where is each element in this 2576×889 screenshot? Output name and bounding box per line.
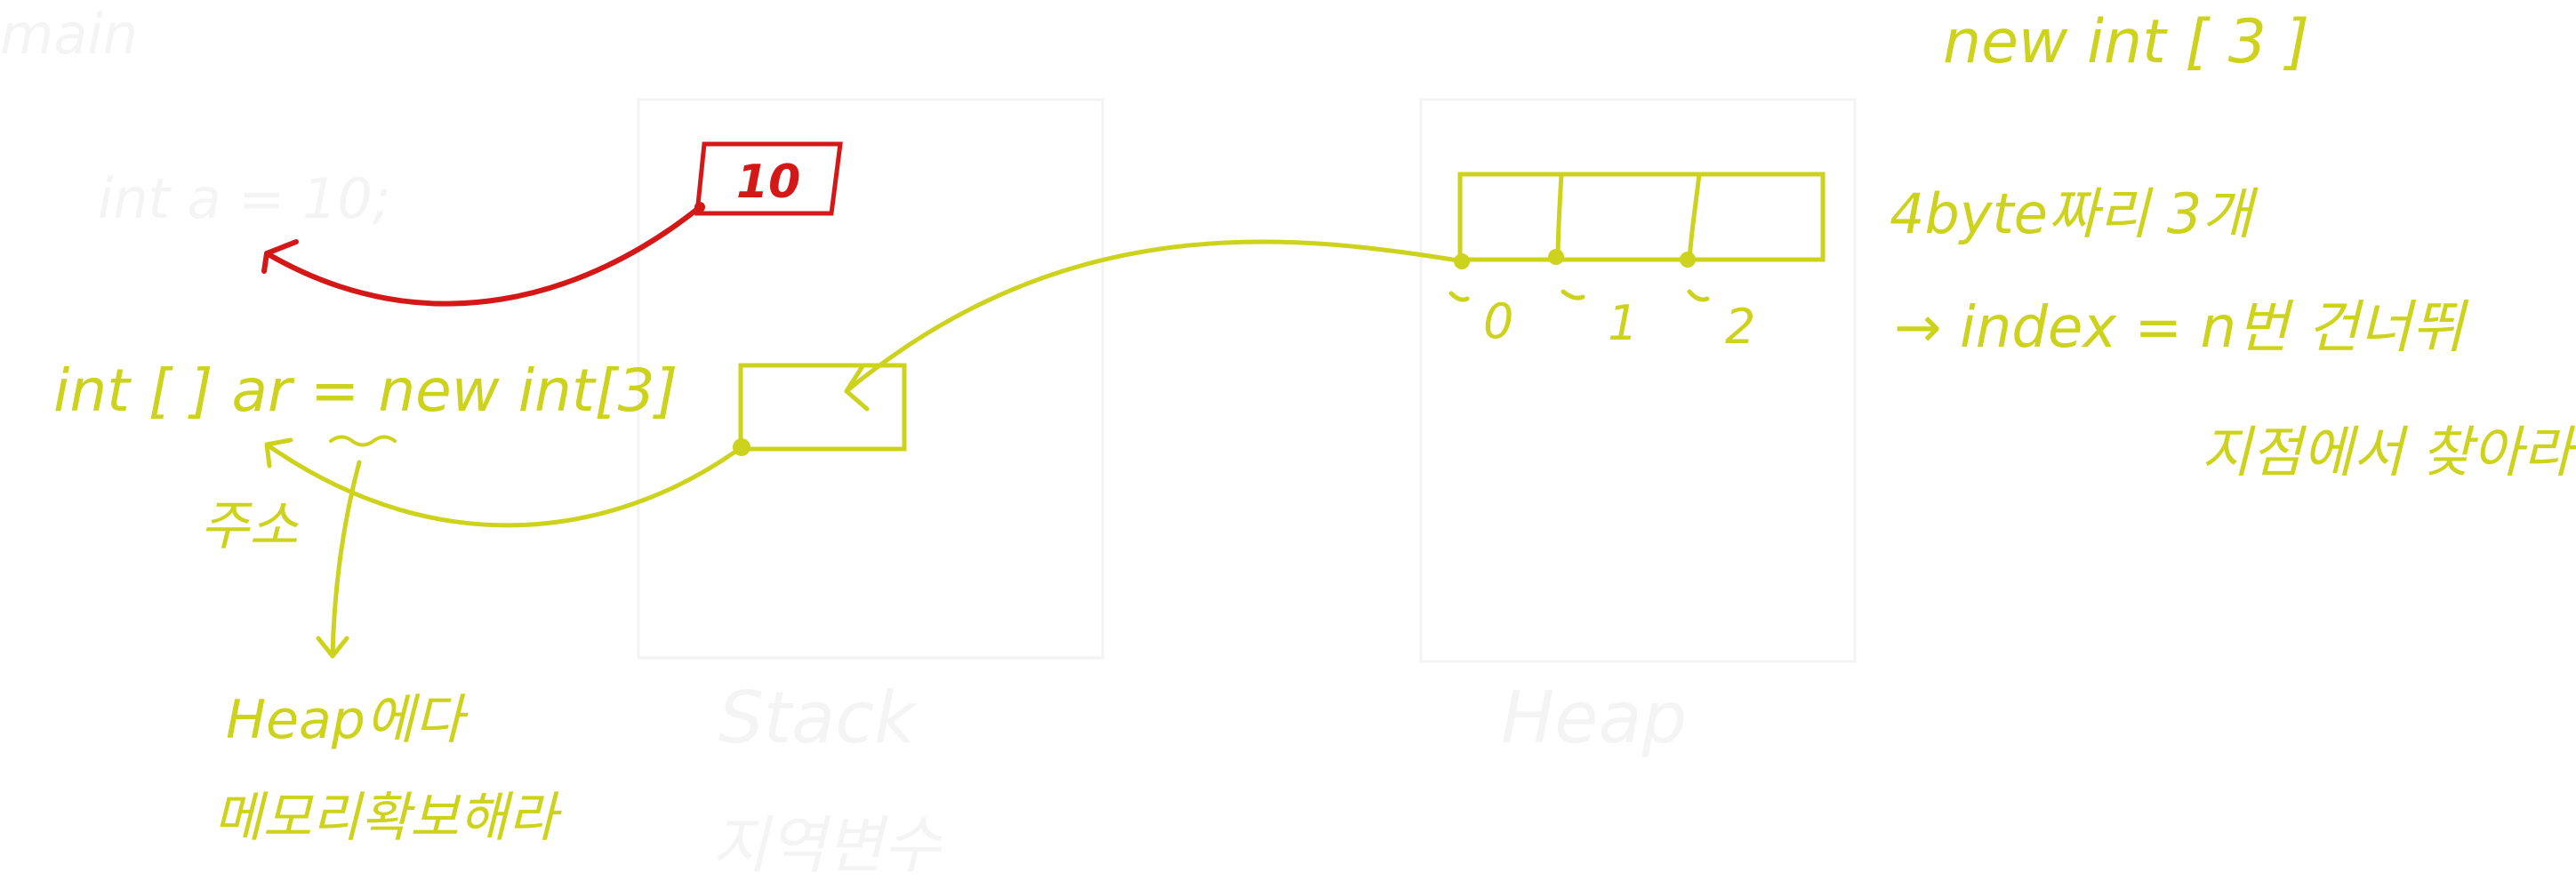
value-box-text: 10 xyxy=(736,156,800,209)
heap-cell-dot-1 xyxy=(1548,249,1564,265)
index-label-1: 1 xyxy=(1608,295,1638,351)
heap-array-divider-2 xyxy=(1687,173,1702,260)
heap-region xyxy=(1419,98,1857,663)
array-size-note: 4byte짜리 3개 xyxy=(1890,181,2259,246)
int-a-label: int a = 10; xyxy=(98,166,391,231)
heap-to-stack-arrow xyxy=(844,239,1466,394)
main-label: main xyxy=(0,2,138,67)
address-note: 주소 xyxy=(200,495,299,557)
stack-to-code-arrow-head xyxy=(264,437,293,469)
new-to-heap-note-arrow xyxy=(330,460,362,659)
stack-to-code-arrow xyxy=(264,442,744,528)
index-tick-0 xyxy=(1448,291,1470,302)
value-arrow-dot xyxy=(694,202,705,212)
index-tick-1 xyxy=(1561,289,1585,300)
heap-array xyxy=(1457,172,1826,262)
heap-note-line1: Heap에다 xyxy=(226,689,469,751)
index-label-2: 2 xyxy=(1725,299,1755,355)
stack-region xyxy=(637,98,1104,660)
stack-cell xyxy=(738,363,907,452)
index-rule-note: → index = n번 건너뛰 xyxy=(1894,295,2469,361)
stack-title: Stack xyxy=(718,677,918,759)
index-label-0: 0 xyxy=(1483,293,1513,349)
index-rule-note-2: 지점에서 찾아라. xyxy=(2201,420,2576,485)
value-arrow-head xyxy=(261,239,299,274)
index-tick-2 xyxy=(1687,289,1710,302)
heap-title: Heap xyxy=(1501,677,1687,759)
new-to-heap-note-arrow-head xyxy=(316,636,349,659)
heap-note-line2: 메모리확보해라 xyxy=(213,787,562,849)
new-underline xyxy=(329,435,397,447)
new-int-expr: new int [ 3 ] xyxy=(1943,7,2309,77)
heap-cell-dot-2 xyxy=(1680,252,1696,268)
array-declaration: int [ ] ar = new int[3] xyxy=(53,356,678,425)
stack-subtitle: 지역변수 xyxy=(711,809,943,882)
value-box xyxy=(694,141,843,216)
value-arrow xyxy=(264,204,702,307)
heap-array-divider-1 xyxy=(1555,173,1564,260)
heap-to-stack-arrow-head xyxy=(844,364,870,412)
